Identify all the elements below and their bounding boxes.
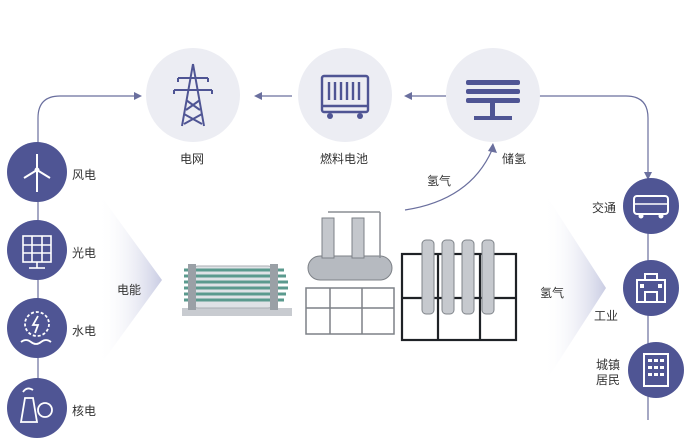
- arrow-fuelcell-left: [404, 92, 412, 100]
- gas-separation-unit-image: [300, 208, 400, 342]
- grid-node: [146, 48, 240, 142]
- transport-node: [623, 178, 679, 234]
- hydrogen-energy-diagram: 电网 燃料电池 储氢 氢气: [7, 48, 684, 438]
- wind-turbine-icon: [23, 154, 51, 192]
- residents-label-line1: 城镇: [596, 358, 621, 372]
- solar-panel-icon: [22, 235, 52, 269]
- nuclear-node: [7, 378, 67, 438]
- arrow-to-grid: [134, 92, 142, 100]
- arrow-to-transport: [644, 172, 652, 180]
- wind-node: [7, 142, 67, 202]
- electricity-funnel: [98, 192, 162, 368]
- electrolyzer-stack-image: [178, 258, 296, 320]
- residents-label-line2: 居民: [596, 373, 621, 387]
- left-loop-line: [37, 95, 140, 148]
- industry-label: 工业: [594, 309, 619, 323]
- electricity-label: 电能: [117, 283, 142, 297]
- storage-label: 储氢: [502, 152, 527, 166]
- nuclear-label: 核电: [72, 404, 97, 418]
- residents-node: [628, 342, 684, 398]
- hydrogen-arc-line: [404, 149, 493, 211]
- purification-unit-image: [398, 234, 520, 346]
- hydrogen-funnel: [544, 192, 606, 384]
- fuel-cell-icon: [320, 74, 370, 119]
- transmission-tower-icon: [173, 63, 213, 127]
- solar-label: 光电: [72, 246, 97, 260]
- nuclear-plant-icon: [19, 387, 53, 423]
- grid-label: 电网: [180, 152, 205, 166]
- industry-node: [623, 260, 679, 316]
- wind-label: 风电: [72, 168, 97, 182]
- arrow-to-storage: [488, 143, 497, 153]
- storage-node: [446, 48, 540, 142]
- residential-building-icon: [643, 353, 669, 387]
- transport-label: 交通: [592, 201, 617, 215]
- solar-node: [7, 220, 67, 280]
- hydro-node: [7, 298, 67, 358]
- hydrogen-storage-icon: [466, 80, 520, 120]
- hydrogen-out-label: 氢气: [540, 286, 565, 300]
- factory-icon: [636, 273, 666, 303]
- hydro-power-icon: [20, 311, 52, 345]
- right-loop-line: [538, 95, 649, 178]
- hydro-label: 水电: [72, 324, 97, 338]
- hydrogen-up-label: 氢气: [427, 174, 452, 188]
- bus-icon: [633, 195, 669, 219]
- arrow-grid-left: [254, 92, 262, 100]
- fuel-cell-label: 燃料电池: [320, 152, 369, 166]
- fuel-cell-node: [298, 48, 392, 142]
